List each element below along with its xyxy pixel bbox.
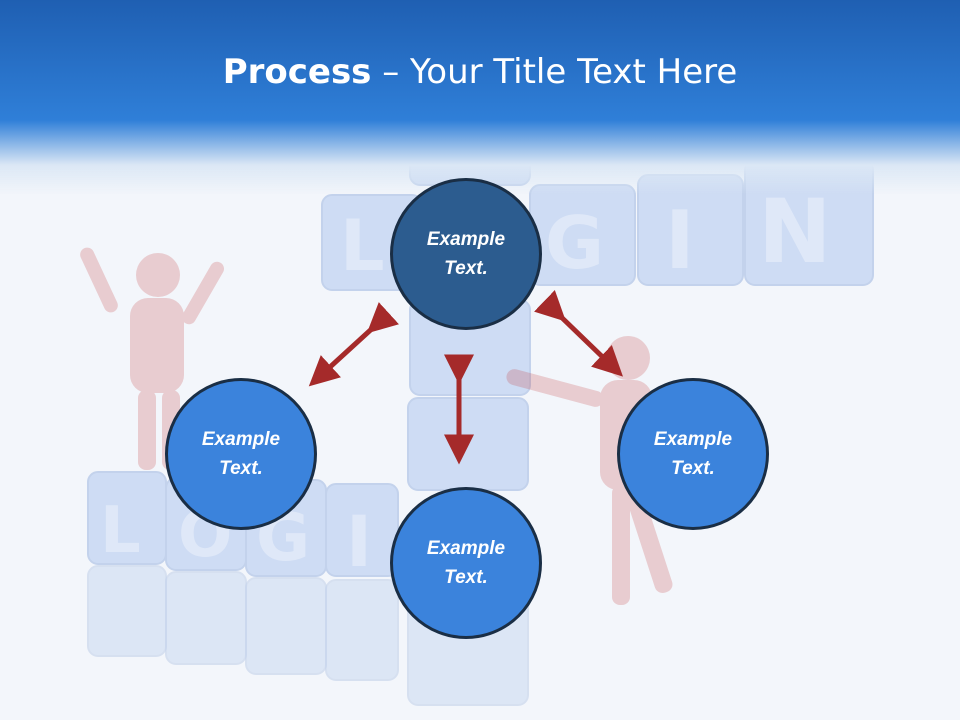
process-node-left[interactable]: Example Text. — [165, 378, 317, 530]
bg-letter-n-top: N — [758, 180, 832, 283]
bg-letter-l-bot: L — [100, 494, 141, 568]
title-bold: Process — [222, 52, 372, 92]
slide-title: Process – Your Title Text Here — [0, 52, 960, 92]
process-node-center[interactable]: Example Text. — [390, 178, 542, 330]
process-node-right[interactable]: Example Text. — [617, 378, 769, 530]
node-left-text: Example Text. — [201, 429, 281, 479]
node-bottom-text: Example Text. — [426, 538, 506, 588]
node-right-text: Example Text. — [653, 429, 733, 479]
arrow-center-left — [308, 302, 400, 387]
bg-letter-l-top: L — [340, 205, 385, 287]
title-rest: – Your Title Text Here — [371, 52, 738, 92]
bg-letter-i-bot: I — [346, 501, 372, 583]
process-node-bottom[interactable]: Example Text. — [390, 487, 542, 639]
title-banner — [0, 0, 960, 195]
bg-letter-g-top: G — [545, 201, 604, 285]
arrow-center-right — [533, 290, 623, 377]
node-center-text: Example Text. — [426, 229, 506, 279]
bg-letter-i-top: I — [665, 194, 695, 287]
